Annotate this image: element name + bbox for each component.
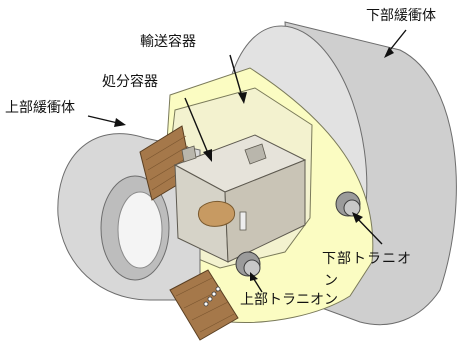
arrowhead-lower-shock (384, 47, 394, 58)
upper-trunnion-cap (243, 259, 261, 277)
disposal-container (173, 134, 307, 263)
label-upper-shock-absorber: 上部緩衝体 (5, 100, 75, 116)
lower-trunnion (335, 191, 361, 217)
arrowhead-upper-trunnion (250, 272, 258, 281)
arrowhead-disposal (203, 149, 212, 162)
arrowhead-transport (238, 92, 247, 104)
arrow-heads (114, 47, 394, 281)
arrowhead-lower-trunnion (352, 212, 363, 223)
label-lower-trunnion-line2: ン (324, 273, 338, 289)
arrow-disposal (184, 97, 211, 159)
label-lower-trunnion-line1: 下部トラニオ (322, 251, 412, 267)
arrowhead-upper-shock (114, 118, 126, 127)
label-transport-container: 輸送容器 (140, 34, 196, 50)
label-lower-shock-absorber: 下部緩衝体 (366, 8, 436, 24)
upper-shock-absorber-hole-inner (117, 191, 163, 269)
disposal-container-right (224, 159, 306, 263)
disposal-container-lug (239, 211, 247, 231)
container-inner-bracket-2 (181, 145, 197, 163)
leader-arrows (87, 29, 407, 293)
upper-trunnion (235, 251, 261, 277)
label-upper-trunnion: 上部トラニオン (240, 292, 338, 308)
arrow-lower-trunnion (354, 215, 383, 245)
container-inner-bracket (244, 143, 267, 165)
bolt-row (203, 286, 221, 307)
label-disposal-container: 処分容器 (102, 74, 158, 90)
upper-shock-absorber (57, 125, 239, 341)
arrow-transport (229, 54, 244, 101)
lower-trunnion-cap (343, 199, 361, 217)
buffer-material (197, 201, 236, 227)
